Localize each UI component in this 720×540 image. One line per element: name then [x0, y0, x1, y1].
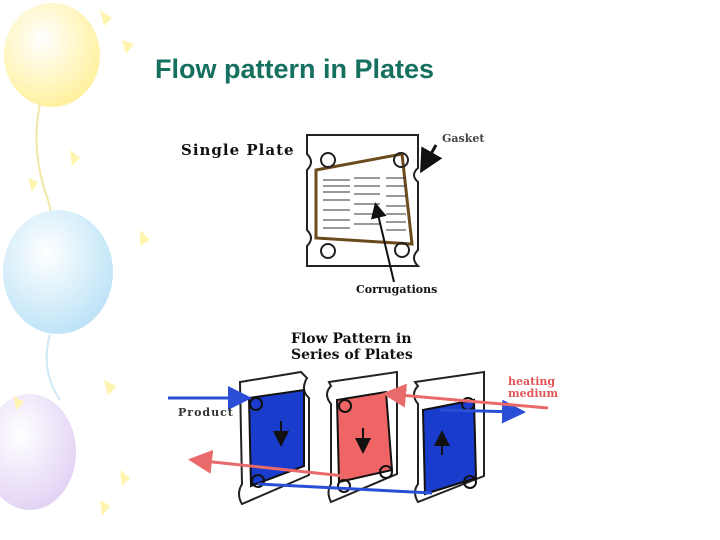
flow-pattern-line-1: Flow Pattern in [291, 331, 412, 347]
port-hole [394, 242, 410, 258]
plate-series [168, 370, 549, 506]
port-hole [320, 152, 336, 168]
corrugation-pointer-arrow [370, 202, 395, 283]
corrugation-lines [323, 177, 406, 231]
blue-balloon [3, 210, 113, 401]
heating-inlet-arrow [382, 383, 549, 410]
port-hole [320, 243, 336, 259]
single-plate [306, 134, 443, 283]
page-title: Flow pattern in Plates [155, 54, 435, 84]
port-hole [393, 152, 409, 168]
gasket-pointer-arrow [420, 144, 443, 174]
heating-plate [326, 370, 398, 504]
corrugations-label: Corrugations [356, 283, 438, 296]
purple-balloon [0, 394, 76, 510]
heating-outlet-arrow [188, 449, 345, 478]
heating-medium-label: heating medium [508, 376, 558, 400]
flow-pattern-line-2: Series of Plates [291, 347, 413, 363]
gasket-label: Gasket [442, 132, 485, 145]
single-plate-label: Single Plate [181, 141, 295, 159]
product-label: Product [178, 406, 234, 419]
heating-line-2: medium [508, 387, 559, 400]
product-outlet-arrow [439, 399, 526, 424]
heating-line-1: heating [508, 375, 556, 388]
flow-pattern-label: Flow Pattern in Series of Plates [291, 331, 413, 363]
product-plate-2 [413, 370, 485, 504]
gasket-outline [314, 152, 414, 246]
confetti-shapes [14, 10, 150, 516]
product-transfer-line [257, 482, 433, 495]
